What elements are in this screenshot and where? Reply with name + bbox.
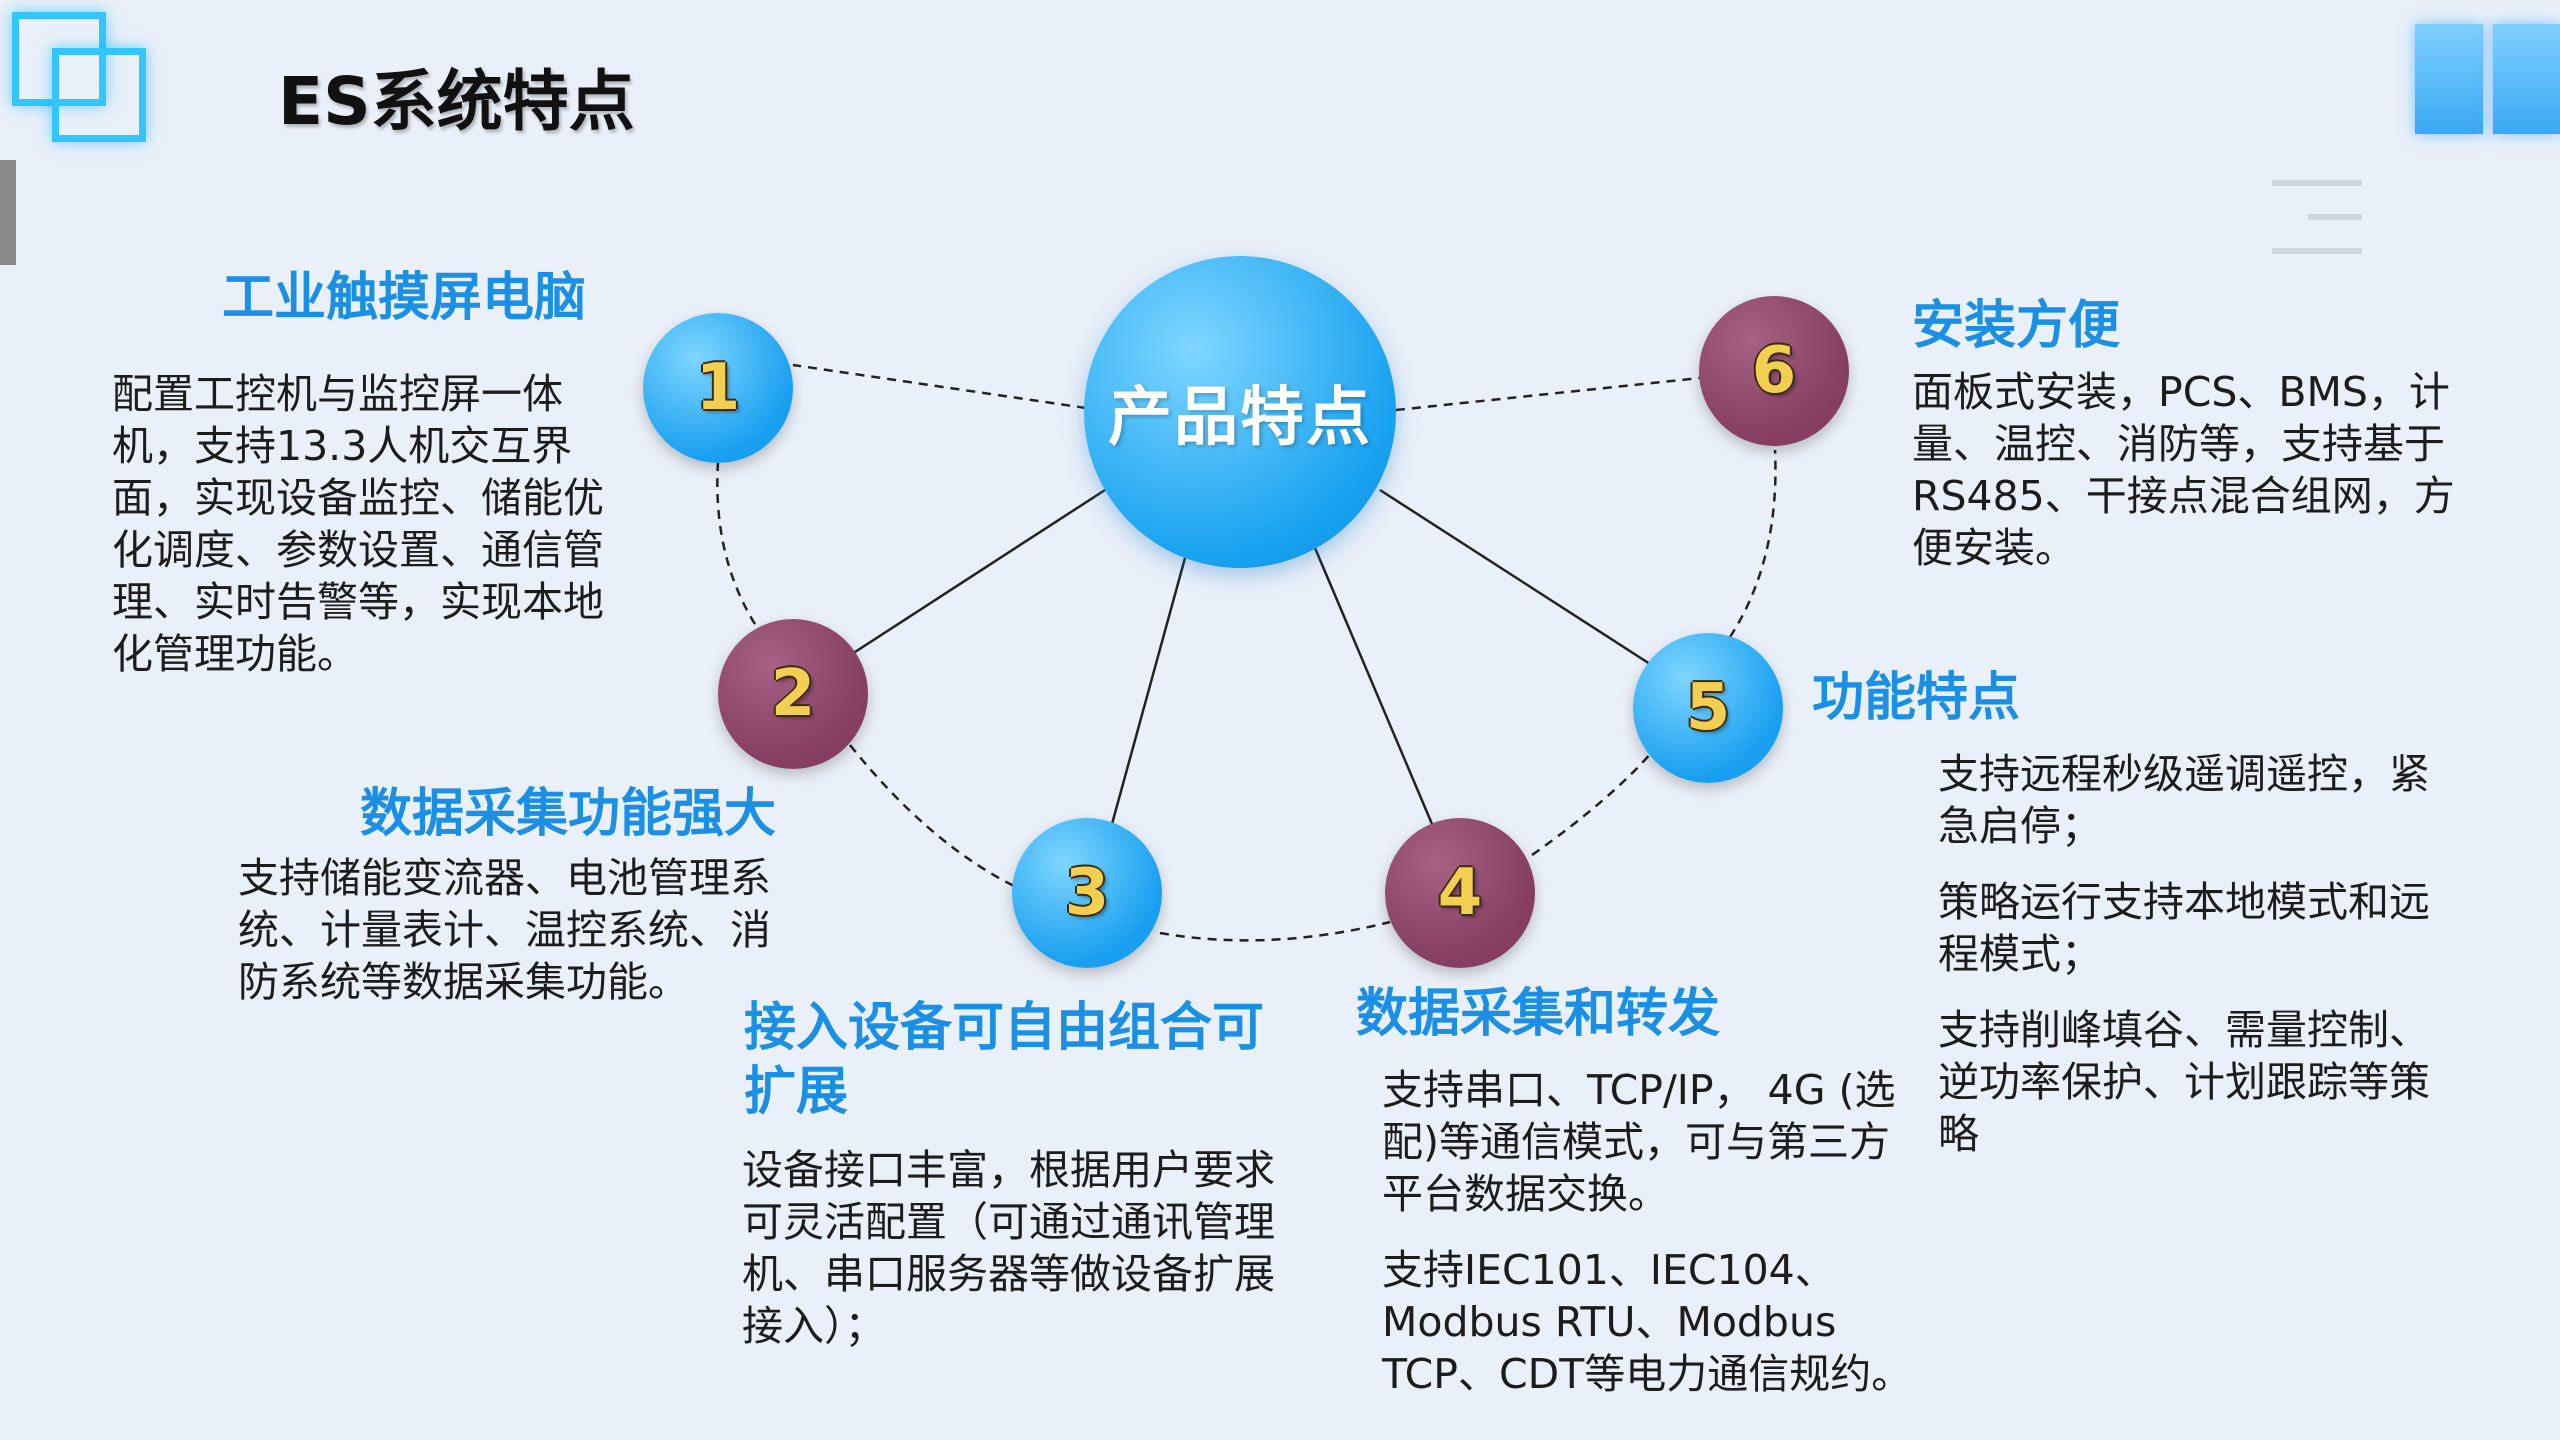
- dashed-3-4: [1159, 920, 1391, 942]
- dashed-2-3: [849, 744, 1019, 890]
- node-6-number: 6: [1751, 334, 1797, 408]
- node-5-number: 5: [1685, 671, 1731, 745]
- section-6-text: 面板式安装，PCS、BMS，计量、温控、消防等，支持基于RS485、干接点混合组…: [1912, 368, 2455, 572]
- section-2-body: 支持储能变流器、电池管理系统、计量表计、温控系统、消防系统等数据采集功能。: [238, 852, 778, 1008]
- node-3: 3: [1012, 818, 1162, 968]
- section-5-text-1: 支持远程秒级遥调遥控，紧急启停；: [1938, 750, 2430, 850]
- dashed-center-6: [1395, 376, 1701, 412]
- section-3-body: 设备接口丰富，根据用户要求可灵活配置（可通过通讯管理机、串口服务器等做设备扩展接…: [742, 1144, 1302, 1352]
- section-5-body: 支持远程秒级遥调遥控，紧急启停； 策略运行支持本地模式和远程模式； 支持削峰填谷…: [1938, 748, 2458, 1160]
- section-4-text-1: 支持串口、TCP/IP， 4G (选配)等通信模式，可与第三方平台数据交换。: [1382, 1066, 1896, 1218]
- section-5-text-2: 策略运行支持本地模式和远程模式；: [1938, 878, 2430, 978]
- section-4-title: 数据采集和转发: [1356, 984, 1721, 1044]
- page-title: ES系统特点: [278, 63, 635, 140]
- top-right-bars-decoration: [2415, 24, 2560, 134]
- dashed-1-2: [716, 461, 762, 633]
- center-label: 产品特点: [1108, 381, 1372, 455]
- node-1: 1: [643, 313, 793, 463]
- connector-center-3: [1110, 557, 1187, 825]
- section-1-text: 配置工控机与监控屏一体机，支持13.3人机交互界面，实现设备监控、储能优化调度、…: [112, 370, 604, 678]
- connector-center-4: [1313, 547, 1434, 825]
- section-4-body: 支持串口、TCP/IP， 4G (选配)等通信模式，可与第三方平台数据交换。 支…: [1382, 1064, 1922, 1400]
- section-1-title: 工业触摸屏电脑: [222, 268, 587, 328]
- section-3-text: 设备接口丰富，根据用户要求可灵活配置（可通过通讯管理机、串口服务器等做设备扩展接…: [742, 1146, 1275, 1350]
- node-5: 5: [1633, 633, 1783, 783]
- connector-center-2: [854, 488, 1106, 654]
- section-6-title: 安装方便: [1912, 296, 2121, 356]
- center-circle: 产品特点: [1084, 256, 1396, 568]
- section-2-title: 数据采集功能强大: [360, 784, 777, 844]
- left-edge-bar-decoration: [0, 160, 16, 265]
- section-4-text-2: 支持IEC101、IEC104、Modbus RTU、Modbus TCP、CD…: [1382, 1246, 1913, 1398]
- menu-lines-decoration: [2272, 180, 2362, 282]
- section-1-body: 配置工控机与监控屏一体机，支持13.3人机交互界面，实现设备监控、储能优化调度、…: [112, 368, 642, 680]
- node-4-number: 4: [1437, 856, 1483, 930]
- dashed-5-6: [1728, 449, 1777, 638]
- node-2-number: 2: [770, 657, 816, 731]
- section-5-title: 功能特点: [1812, 668, 2021, 728]
- connector-center-5: [1379, 488, 1651, 666]
- node-3-number: 3: [1064, 856, 1110, 930]
- dashed-4-5: [1531, 751, 1653, 857]
- node-6: 6: [1699, 296, 1849, 446]
- node-1-number: 1: [695, 351, 741, 425]
- section-2-text: 支持储能变流器、电池管理系统、计量表计、温控系统、消防系统等数据采集功能。: [238, 854, 771, 1006]
- node-2: 2: [718, 619, 868, 769]
- node-4: 4: [1385, 818, 1535, 968]
- section-6-body: 面板式安装，PCS、BMS，计量、温控、消防等，支持基于RS485、干接点混合组…: [1912, 366, 2472, 574]
- section-3-title: 接入设备可自由组合可扩展: [744, 998, 1265, 1122]
- dashed-center-1: [792, 363, 1087, 410]
- section-5-text-3: 支持削峰填谷、需量控制、逆功率保护、计划跟踪等策略: [1938, 1006, 2430, 1158]
